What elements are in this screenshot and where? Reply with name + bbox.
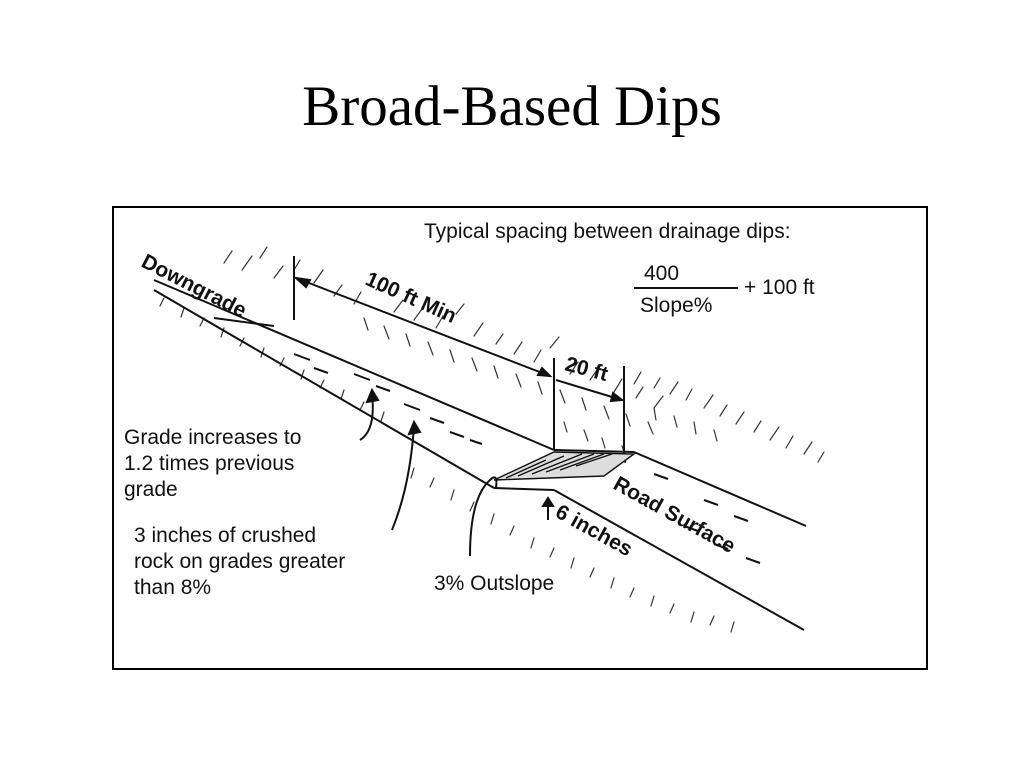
upper-road-edge — [153, 279, 555, 451]
road-surface-upper — [633, 451, 807, 527]
grade-note-line-3: grade — [124, 478, 178, 501]
grade-note-line-2: 1.2 times previous — [124, 452, 294, 475]
road-lines — [153, 279, 807, 631]
dip-lower-edge — [493, 487, 555, 491]
formula-denominator: Slope% — [640, 294, 712, 317]
dip-upper-edge — [553, 449, 635, 453]
diagram-frame: Typical spacing between drainage dips: 4… — [112, 206, 928, 670]
min-distance-line — [295, 277, 551, 377]
rock-note-line-3: than 8% — [134, 576, 211, 599]
spacing-heading: Typical spacing between drainage dips: — [424, 220, 791, 243]
drainage-dip-diagram: Typical spacing between drainage dips: 4… — [124, 220, 825, 633]
crushed-rock-section — [493, 451, 637, 481]
min-distance-label: 100 ft Min — [362, 268, 460, 328]
outslope-label: 3% Outslope — [434, 572, 554, 595]
rock-note-line-2: rock on grades greater — [134, 550, 345, 573]
lower-road-edge — [153, 289, 495, 489]
rock-arrow — [391, 425, 415, 531]
slide-title: Broad-Based Dips — [302, 75, 722, 138]
dip-width-line — [555, 379, 623, 401]
outslope-arrow — [469, 476, 498, 557]
grade-note-line-1: Grade increases to — [124, 426, 301, 449]
ground-texture — [159, 246, 825, 633]
grade-break — [213, 317, 275, 327]
callout-arrows — [359, 387, 498, 557]
depth-label: 6 inches — [552, 500, 637, 561]
dip-width-label: 20 ft — [563, 353, 611, 386]
road-surface-lower — [553, 489, 805, 631]
rock-note-line-1: 3 inches of crushed — [134, 524, 316, 547]
downgrade-label: Downgrade — [138, 250, 250, 322]
formula-numerator: 400 — [644, 262, 679, 285]
formula-addend: + 100 ft — [744, 276, 815, 299]
dimension-markers — [292, 256, 625, 520]
